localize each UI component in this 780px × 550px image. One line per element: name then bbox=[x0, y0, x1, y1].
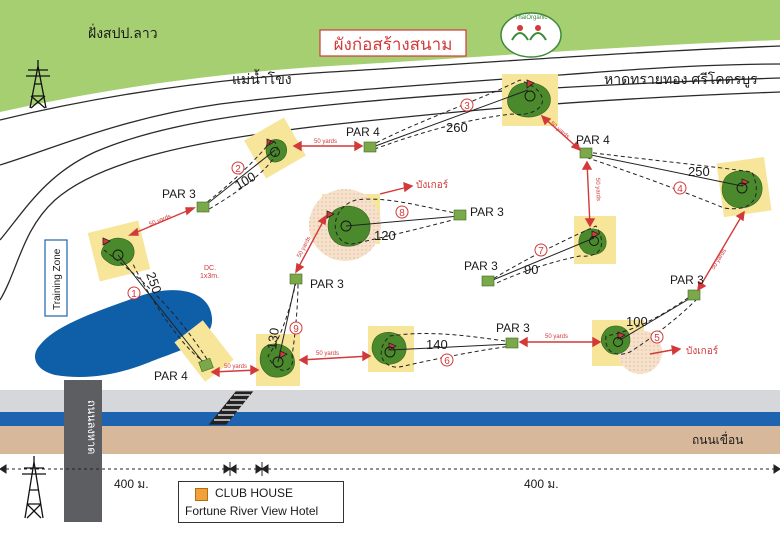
yards-label: 50 yards bbox=[545, 334, 568, 340]
par-label: PAR 3 bbox=[162, 187, 196, 201]
hole-number: 5 bbox=[654, 333, 660, 344]
svg-text:ThaiOrganic: ThaiOrganic bbox=[515, 15, 548, 21]
dc-label: DC. bbox=[204, 265, 216, 272]
legend-box: CLUB HOUSE Fortune River View Hotel bbox=[178, 481, 344, 523]
embankment-road bbox=[0, 426, 780, 454]
hole-distance: 90 bbox=[524, 262, 538, 277]
play-lines bbox=[117, 89, 743, 367]
river-bank-line bbox=[0, 63, 780, 166]
par-label: PAR 3 bbox=[470, 205, 504, 219]
dc-label: 1x3m. bbox=[200, 273, 219, 280]
hole-distance: 100 bbox=[626, 314, 648, 329]
hole-number: 6 bbox=[444, 356, 450, 367]
yards-label: 50 yards bbox=[594, 178, 601, 201]
road-gray bbox=[0, 390, 780, 412]
embankment-road-label: ถนนเขื่อน bbox=[692, 431, 743, 447]
par-label: PAR 3 bbox=[310, 277, 344, 291]
hotel-label: Fortune River View Hotel bbox=[185, 504, 319, 518]
legend-club-house: CLUB HOUSE bbox=[195, 486, 294, 501]
hole-distance: 120 bbox=[374, 228, 396, 243]
laos-bank-label: ฝั่งสปป.ลาว bbox=[88, 24, 158, 41]
river-bank-line bbox=[0, 45, 780, 121]
distance-left: 400 ม. bbox=[114, 477, 149, 491]
stairs-icon bbox=[208, 391, 254, 425]
hole-number: 9 bbox=[293, 324, 299, 335]
hole-distance: 250 bbox=[143, 270, 165, 296]
club-house-label: CLUB HOUSE bbox=[215, 486, 294, 500]
tee-boxes bbox=[196, 141, 701, 373]
hole-distance: 140 bbox=[426, 337, 448, 352]
yards-label: 50 yards bbox=[316, 351, 339, 357]
hole-number: 8 bbox=[399, 208, 405, 219]
beach-road bbox=[64, 380, 102, 522]
greens bbox=[101, 82, 763, 378]
lake bbox=[35, 290, 213, 378]
hole-number: 2 bbox=[235, 164, 241, 175]
hole-number-circles bbox=[127, 98, 687, 367]
bunker-label: บังเกอร์ bbox=[416, 179, 449, 191]
par-label: PAR 3 bbox=[670, 273, 704, 287]
hole-number: 4 bbox=[677, 184, 683, 195]
thai-organic-logo: ThaiOrganic bbox=[500, 12, 562, 58]
connector-arrows bbox=[128, 114, 745, 378]
training-zone-label: Training Zone bbox=[52, 248, 63, 310]
hole-distance: 260 bbox=[446, 120, 468, 135]
par-label: PAR 4 bbox=[576, 133, 610, 147]
power-tower-icon bbox=[22, 456, 46, 519]
title-box bbox=[319, 29, 467, 57]
yards-label: 50 yards bbox=[149, 214, 173, 228]
yards-label: 50 yards bbox=[224, 364, 247, 370]
club-house-icon bbox=[195, 488, 208, 501]
hole-distance: 130 bbox=[264, 327, 282, 351]
training-zone bbox=[44, 239, 68, 317]
river-bank-line bbox=[0, 77, 780, 241]
distance-scale bbox=[0, 462, 780, 476]
hole-distance: 250 bbox=[688, 164, 710, 179]
bunker-label: บังเกอร์ bbox=[686, 345, 719, 357]
beach-road-label: ถนนลงหาด bbox=[85, 400, 97, 454]
page-title: ผังก่อสร้างสนาม bbox=[334, 35, 453, 54]
par-label: PAR 3 bbox=[496, 321, 530, 335]
yards-label: 50 yards bbox=[711, 248, 728, 271]
beach-label: หาดทรายทอง ศรีโคตรบูร bbox=[604, 71, 758, 88]
yards-label: 50 yards bbox=[549, 121, 570, 140]
par-label: PAR 3 bbox=[464, 259, 498, 273]
hole-number: 1 bbox=[131, 289, 137, 300]
distance-right: 400 ม. bbox=[524, 477, 559, 491]
power-tower-icon bbox=[26, 60, 50, 109]
par-label: PAR 4 bbox=[346, 125, 380, 139]
yards-label: 50 yards bbox=[314, 139, 337, 145]
river-label: แม่น้ำโขง bbox=[232, 69, 292, 87]
hole-number: 3 bbox=[464, 101, 470, 112]
road-blue bbox=[0, 412, 780, 426]
hole-number: 7 bbox=[538, 246, 544, 257]
par-label: PAR 4 bbox=[154, 369, 188, 383]
